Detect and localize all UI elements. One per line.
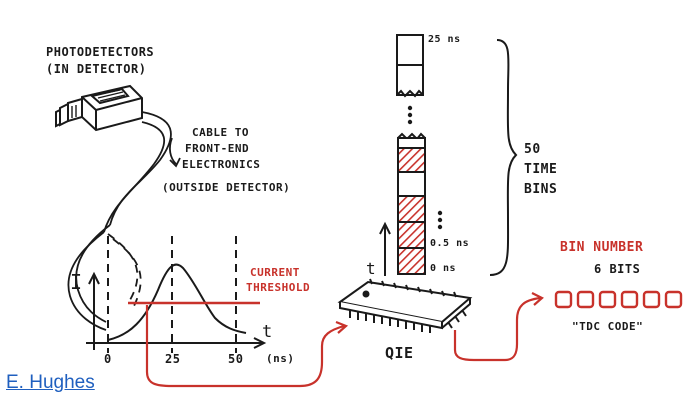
- tdc-bit-box: [598, 290, 617, 309]
- photodetectors-sublabel: (IN DETECTOR): [46, 62, 147, 76]
- pulse-plot: [86, 236, 267, 353]
- photodetectors-label: PHOTODETECTORS: [46, 45, 155, 59]
- bin-number-label: BIN NUMBER: [560, 240, 644, 255]
- pulse-curve: [107, 263, 247, 341]
- bin-zero-label: 0 ns: [430, 263, 457, 274]
- cable-drawing: [67, 111, 181, 331]
- cable-label-1: CABLE TO: [192, 126, 249, 139]
- qie-chip-label: QIE: [385, 344, 414, 362]
- bin-time-axis-label: t: [366, 259, 377, 278]
- tick-label-0: 0: [104, 352, 112, 366]
- photodetector-drawing: [55, 84, 143, 132]
- tdc-bit-box: [642, 290, 661, 309]
- qie-chip-drawing: [337, 278, 473, 333]
- credit-link[interactable]: E. Hughes: [6, 372, 95, 393]
- tdc-bit-box: [576, 290, 595, 309]
- tdc-bit-box: [664, 290, 683, 309]
- cable-label-2: FRONT-END: [185, 142, 250, 155]
- tdc-code-bits: [554, 290, 683, 309]
- threshold-label-2: THRESHOLD: [246, 281, 311, 294]
- bins-brace: [489, 39, 518, 276]
- tick-label-25: 25: [165, 352, 181, 366]
- threshold-label-1: CURRENT: [250, 266, 300, 279]
- tick-label-50: 50: [228, 352, 244, 366]
- tdc-code-label: "TDC CODE": [572, 320, 644, 333]
- time-bins-label-1: 50: [524, 142, 541, 157]
- time-bins-label-2: TIME: [524, 162, 558, 177]
- signal-path-red: [145, 292, 544, 388]
- tdc-bit-box: [554, 290, 573, 309]
- time-bins-label-3: BINS: [524, 182, 558, 197]
- current-axis-label: I: [70, 270, 83, 294]
- time-bins-stack: [379, 34, 518, 276]
- time-axis-label: t: [262, 322, 273, 342]
- tdc-bit-box: [620, 290, 639, 309]
- bits-label: 6 BITS: [594, 262, 641, 276]
- bin-top-label: 25 ns: [428, 34, 461, 45]
- cable-label-4: (OUTSIDE DETECTOR): [162, 181, 291, 194]
- time-unit-label: (ns): [266, 352, 295, 365]
- cable-label-3: ELECTRONICS: [182, 158, 261, 171]
- bin-half-label: 0.5 ns: [430, 238, 470, 249]
